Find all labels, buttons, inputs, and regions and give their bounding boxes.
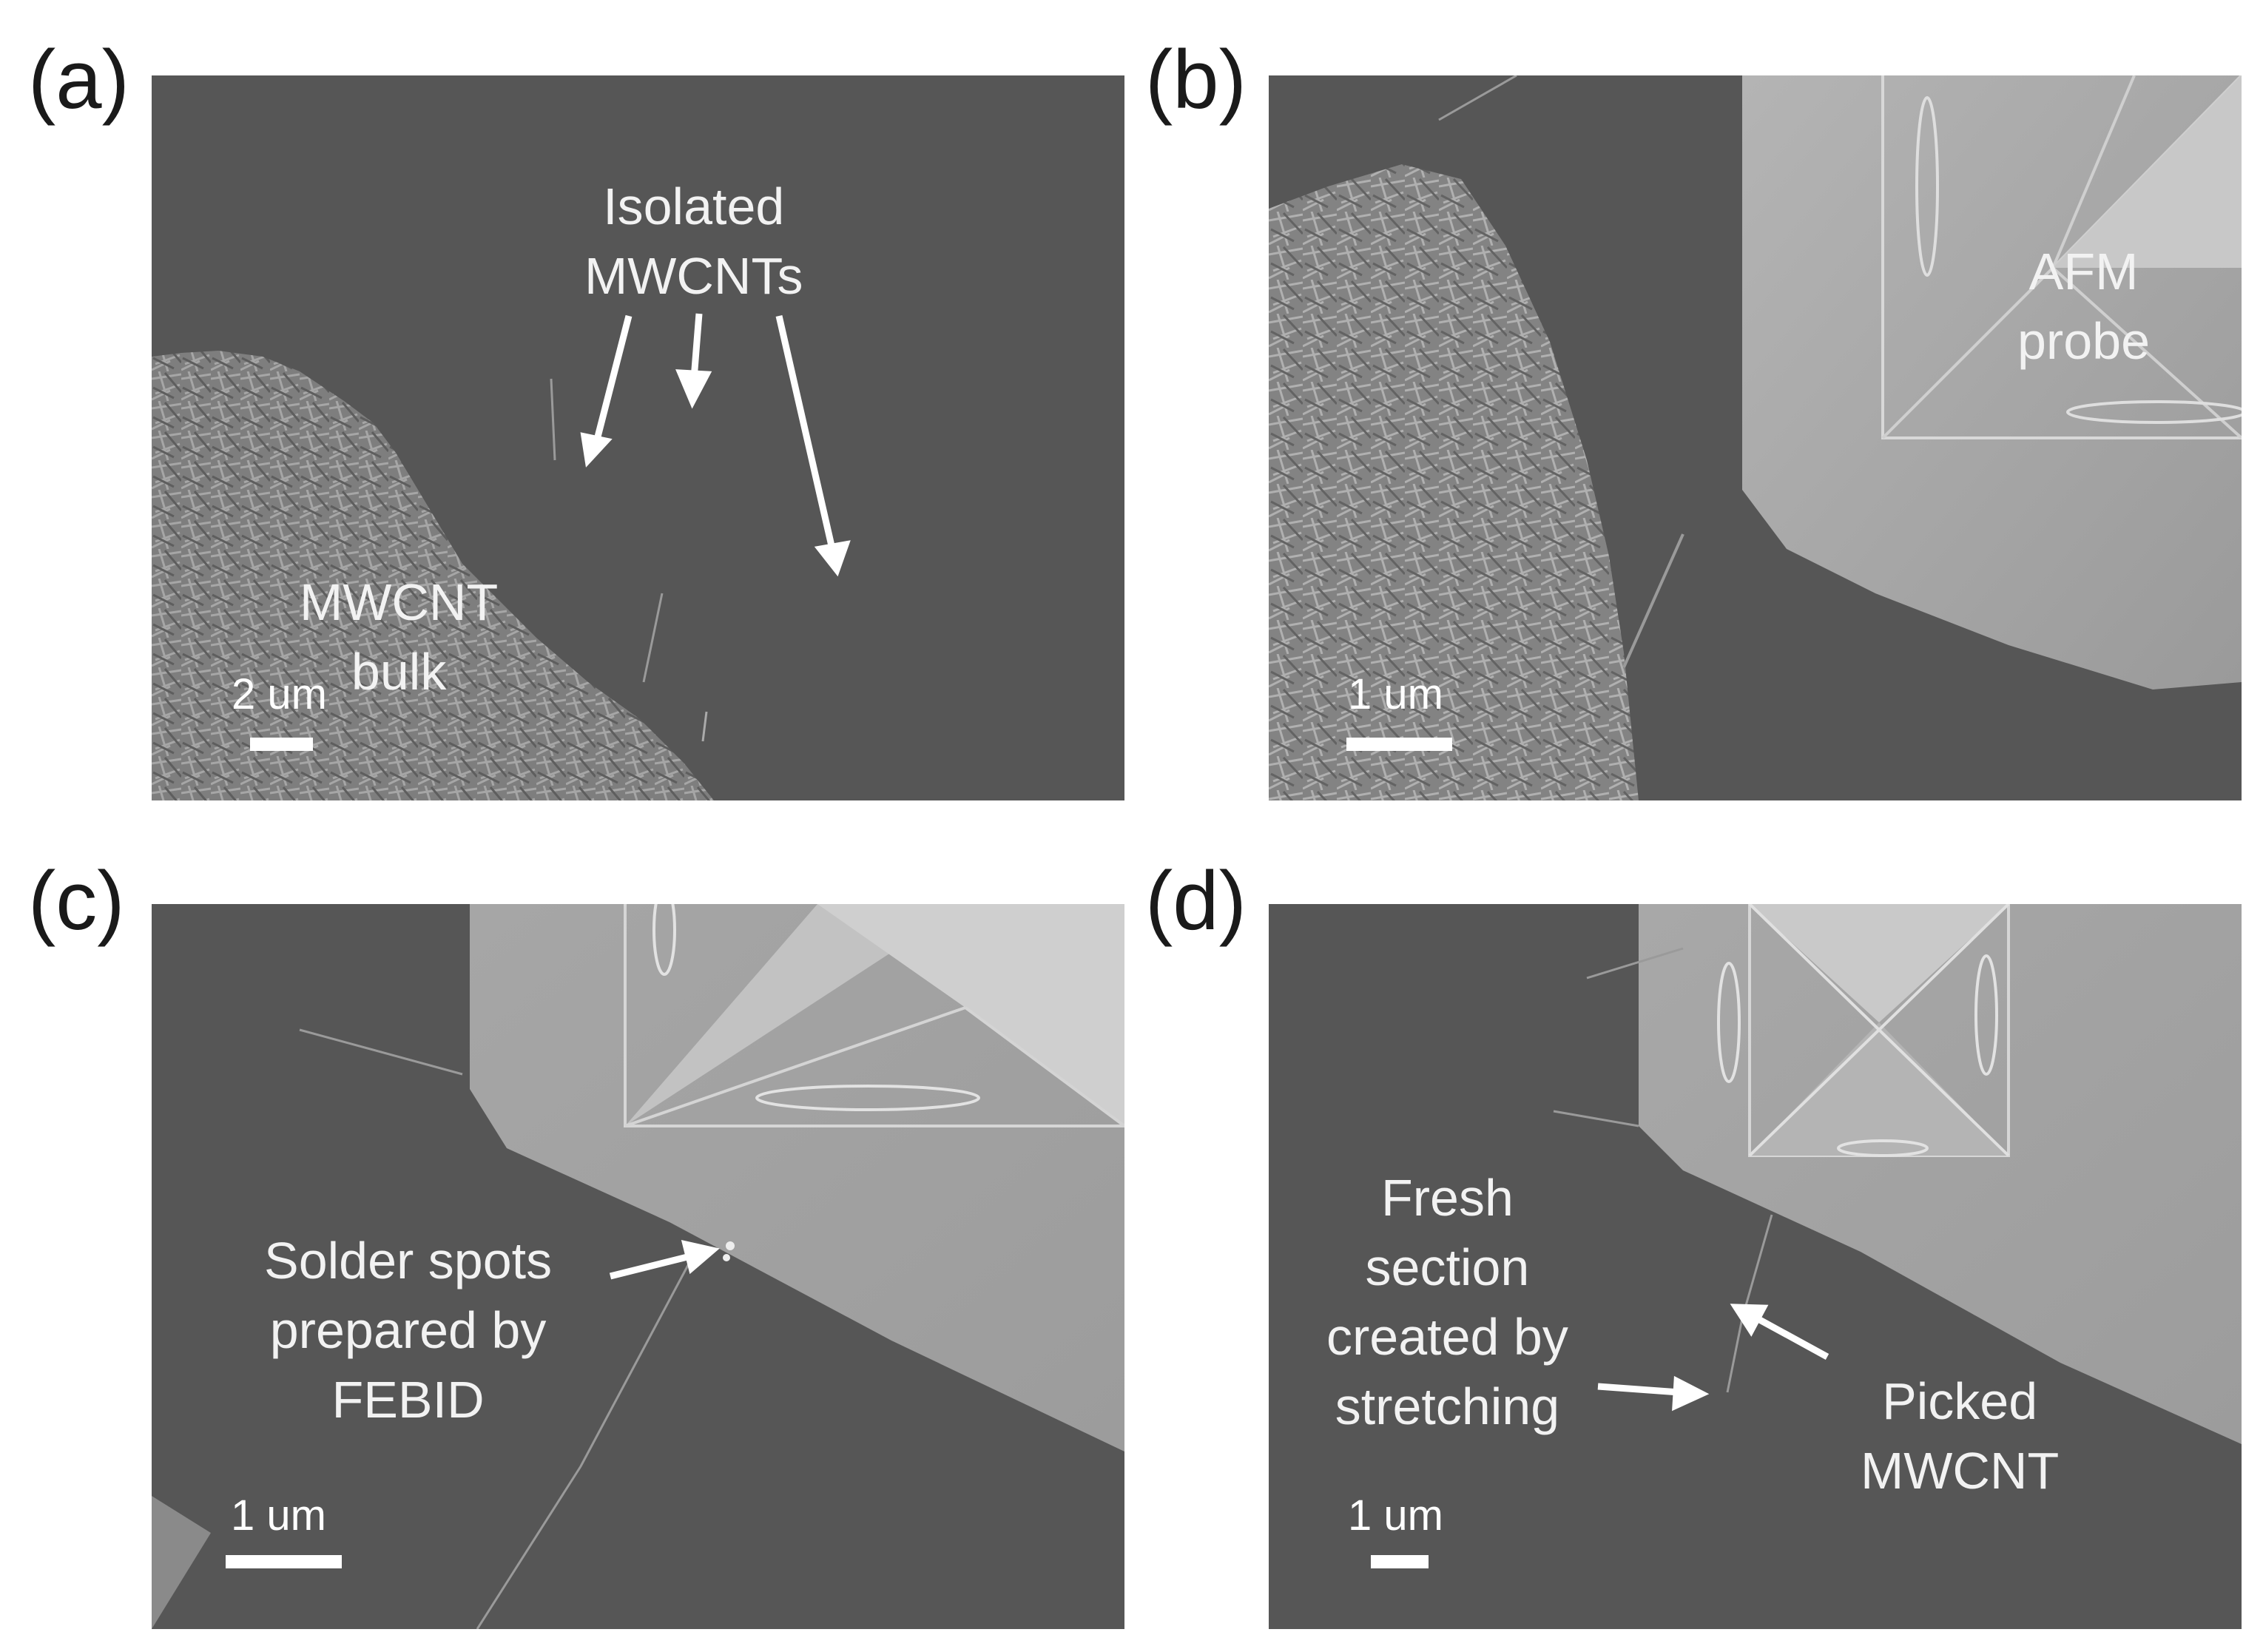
arrow-solder (609, 1240, 720, 1280)
scale-bar-b (1346, 738, 1452, 751)
scale-text-a: 2 um (232, 670, 327, 718)
panel-b-image: AFM probe 1 um (1269, 75, 2242, 800)
panel-d-image: Fresh section created by stretching Pick… (1269, 904, 2242, 1629)
arrows-d (1597, 1304, 1829, 1412)
panel-a-letter: (a) (28, 33, 129, 126)
scale-text-c: 1 um (231, 1491, 326, 1540)
mwcnt-bulk-label: MWCNT bulk (300, 573, 499, 701)
picked-mwcnt-label: Picked MWCNT (1861, 1372, 2060, 1500)
scale-bar-c (226, 1555, 342, 1568)
isolated-mwcnts-label: Isolated MWCNTs (584, 178, 803, 305)
panel-a-image: Isolated MWCNTs MWCNT bulk 2 um (152, 75, 1124, 800)
scale-bar-a (250, 738, 313, 751)
afm-probe-shape-d (1639, 904, 2242, 1444)
solder-spots-label: Solder spots prepared by FEBID (264, 1232, 553, 1429)
panel-a-sem-drawing (152, 313, 851, 800)
scale-text-d: 1 um (1348, 1491, 1443, 1540)
afm-probe-shape-c (470, 904, 1124, 1452)
panel-b-letter: (b) (1145, 33, 1247, 126)
panel-d-letter: (d) (1145, 854, 1247, 947)
scale-bar-d (1371, 1555, 1429, 1568)
fresh-section-label: Fresh section created by stretching (1326, 1169, 1568, 1435)
panel-c-sem-drawing (152, 904, 1124, 1629)
panel-d-sem-drawing (1553, 904, 2242, 1444)
panel-c-image: Solder spots prepared by FEBID 1 um (152, 904, 1124, 1629)
mwcnt-cluster-shape (1269, 164, 1639, 800)
panel-b-sem-drawing (1269, 75, 2242, 800)
mwcnt-bulk-shape (152, 351, 714, 800)
afm-probe-label: AFM probe (2017, 243, 2151, 370)
scale-text-b: 1 um (1348, 670, 1443, 718)
arrows-isolated (580, 313, 851, 577)
panel-c-letter: (c) (28, 854, 125, 947)
